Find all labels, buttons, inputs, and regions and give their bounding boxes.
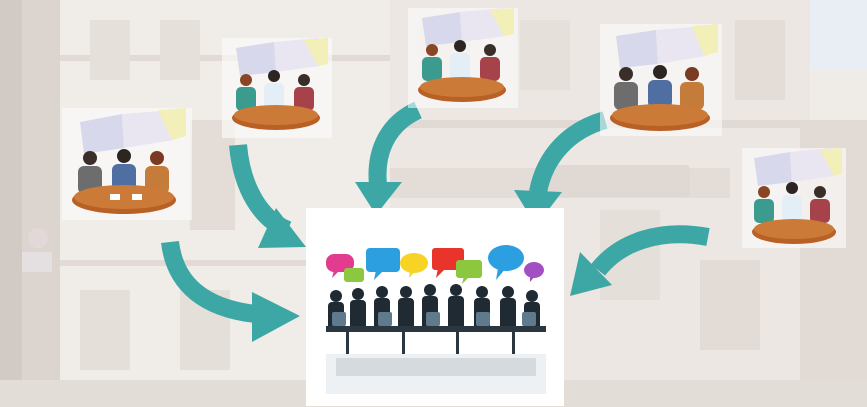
- small-group-meeting-icon: [62, 108, 192, 220]
- colorful-speech-bubbles-icon: [326, 245, 544, 284]
- small-group-meeting-icon: [600, 24, 722, 136]
- small-group-meeting-icon: [742, 148, 846, 248]
- small-group-meeting-icon: [408, 8, 518, 108]
- small-group-meeting-icon: [222, 38, 332, 138]
- large-conference-meeting-icon: [306, 208, 564, 406]
